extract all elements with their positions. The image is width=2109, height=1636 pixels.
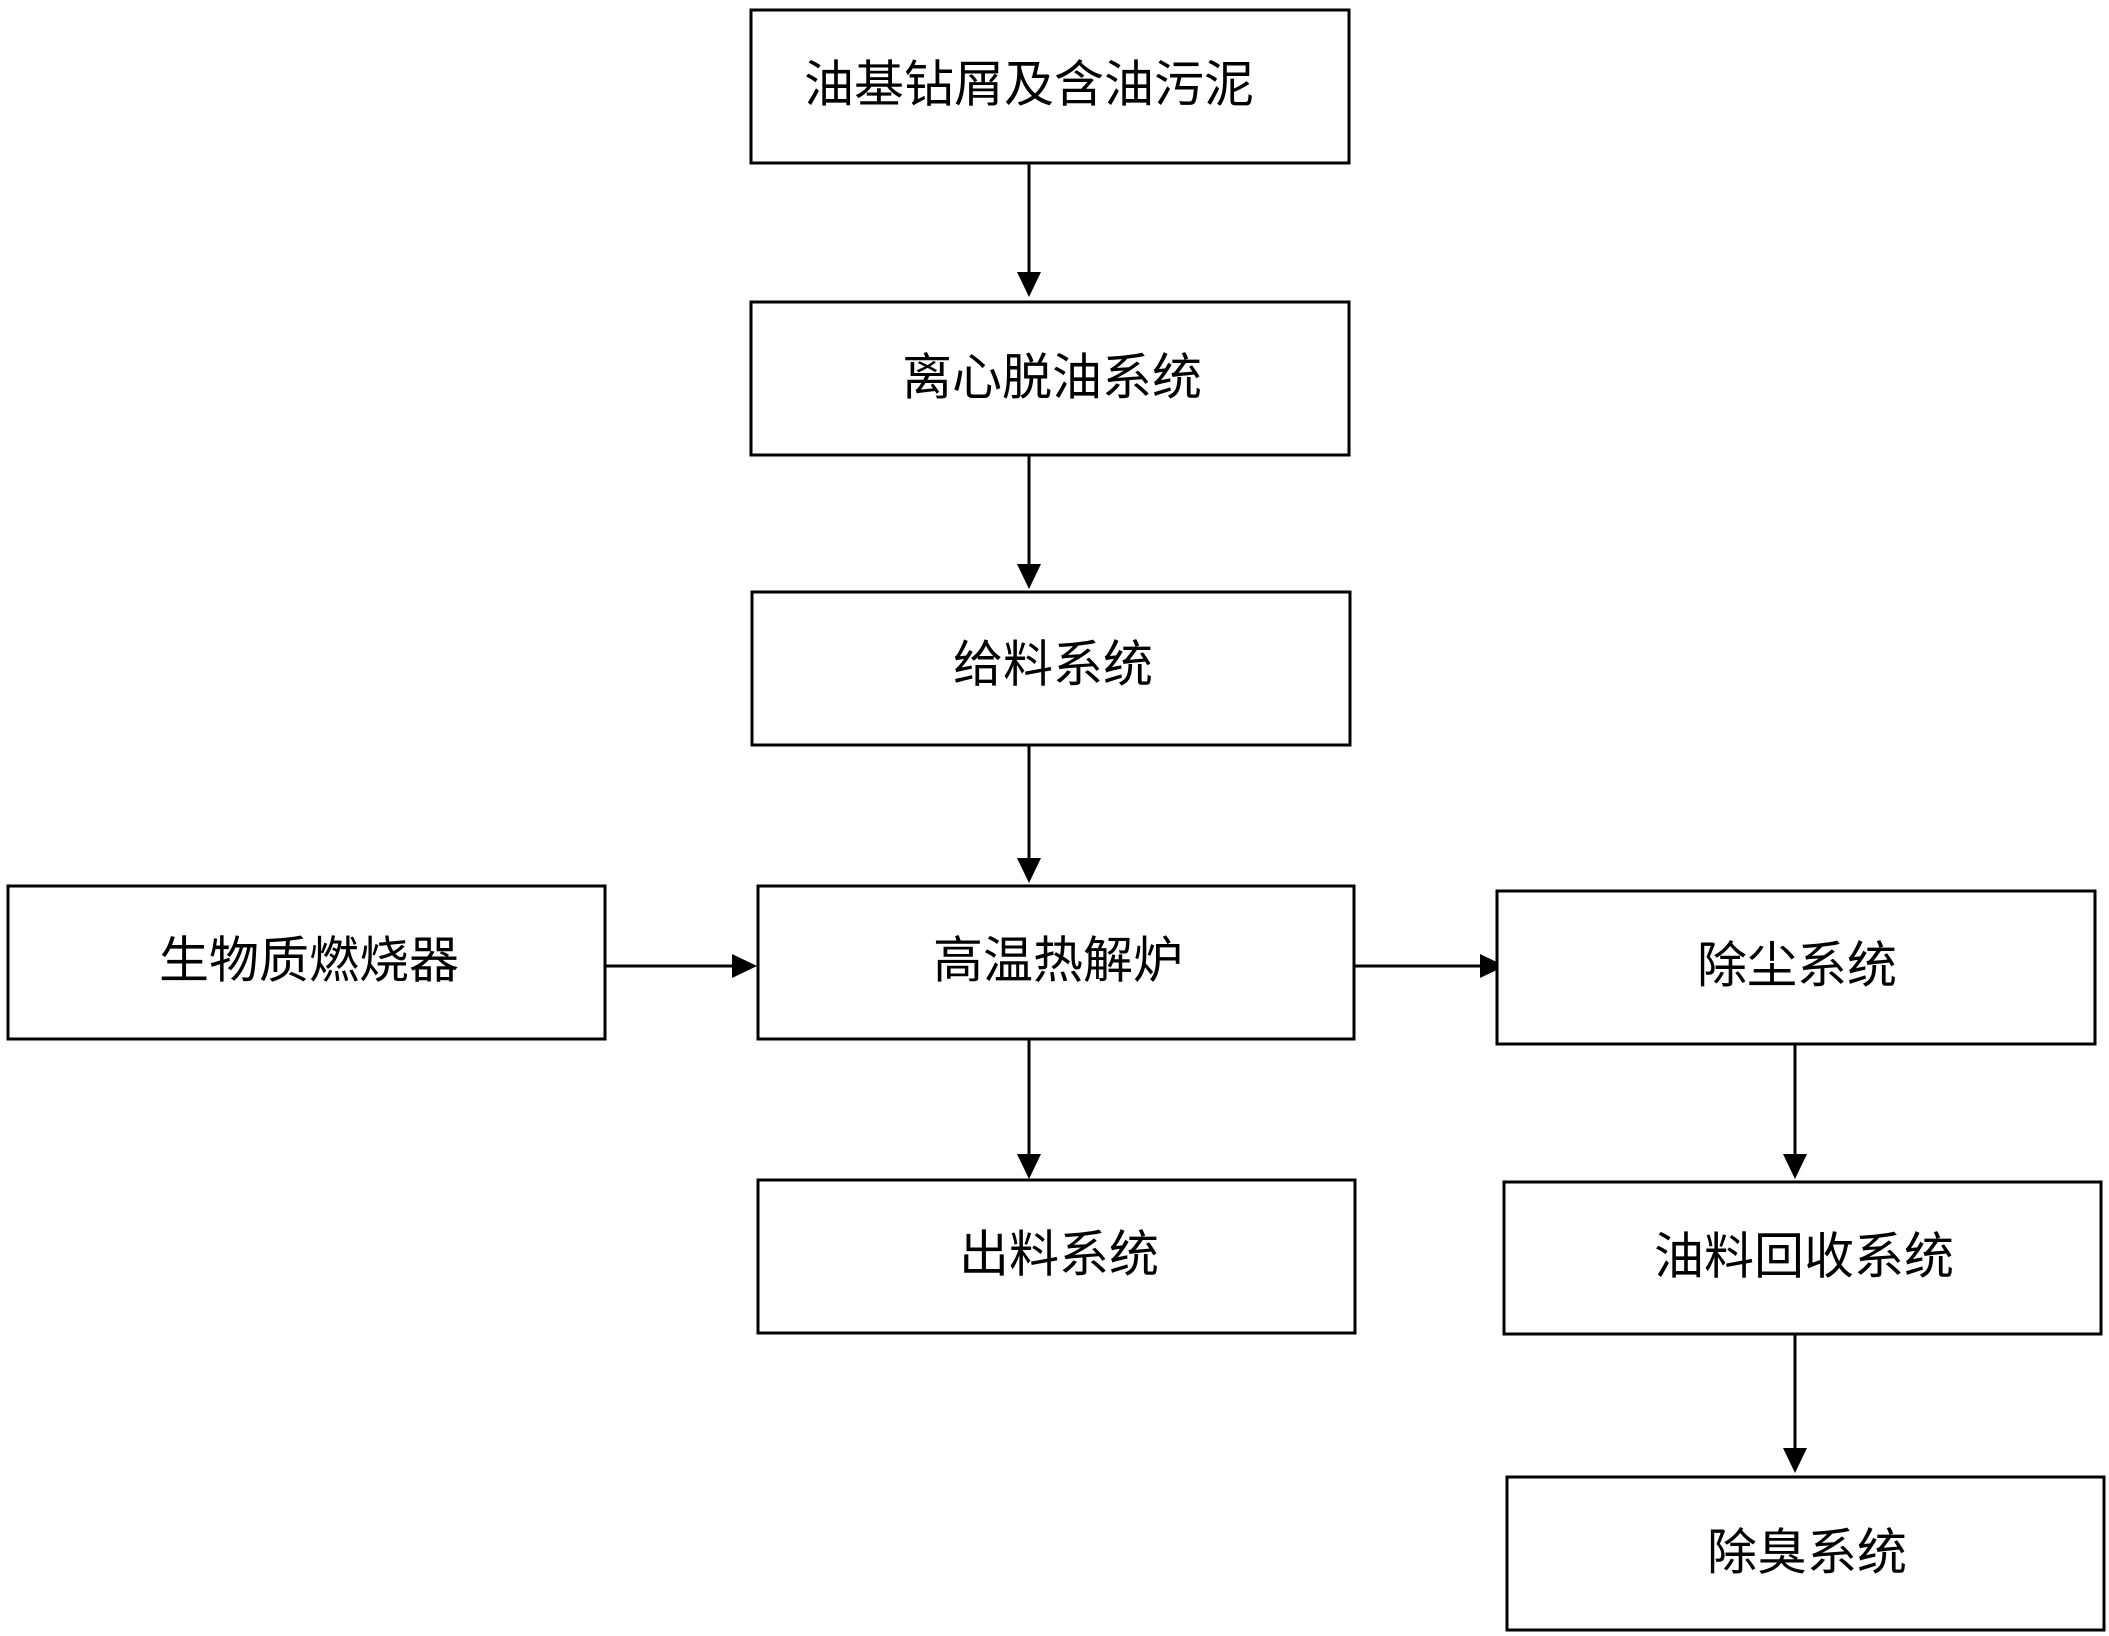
edge-burner-to-furnace bbox=[605, 954, 757, 978]
edge-feeding-to-furnace bbox=[1017, 745, 1041, 883]
node-centrifugal-deoiling-label: 离心脱油系统 bbox=[902, 349, 1202, 407]
edge-feed-to-centrifugal bbox=[1017, 163, 1041, 297]
node-discharge-system-label: 出料系统 bbox=[959, 1226, 1159, 1284]
node-dust-removal: 除尘系统 bbox=[1495, 889, 2097, 1046]
node-oil-recovery: 油料回收系统 bbox=[1502, 1180, 2103, 1336]
edge-furnace-to-dust bbox=[1354, 954, 1505, 978]
node-biomass-burner: 生物质燃烧器 bbox=[6, 884, 607, 1041]
node-feed-material: 油基钻屑及含油污泥 bbox=[749, 8, 1351, 165]
node-pyrolysis-furnace-label: 高温热解炉 bbox=[933, 932, 1183, 990]
node-feeding-system-label: 给料系统 bbox=[953, 636, 1153, 694]
node-oil-recovery-label: 油料回收系统 bbox=[1654, 1228, 1954, 1286]
node-biomass-burner-label: 生物质燃烧器 bbox=[159, 932, 459, 990]
node-centrifugal-deoiling: 离心脱油系统 bbox=[749, 300, 1351, 457]
node-discharge-system: 出料系统 bbox=[756, 1178, 1357, 1335]
edges bbox=[605, 163, 1807, 1473]
node-deodorization: 除臭系统 bbox=[1505, 1475, 2106, 1632]
edge-furnace-to-discharge bbox=[1017, 1039, 1041, 1179]
edge-oil-to-deodor bbox=[1783, 1334, 1807, 1473]
node-dust-removal-label: 除尘系统 bbox=[1697, 937, 1897, 995]
node-feed-material-label: 油基钻屑及含油污泥 bbox=[804, 56, 1254, 114]
edge-centrifugal-to-feeding bbox=[1017, 455, 1041, 589]
node-deodorization-label: 除臭系统 bbox=[1707, 1524, 1907, 1582]
edge-dust-to-oil bbox=[1783, 1044, 1807, 1179]
node-pyrolysis-furnace: 高温热解炉 bbox=[756, 884, 1356, 1041]
node-feeding-system: 给料系统 bbox=[750, 590, 1352, 747]
